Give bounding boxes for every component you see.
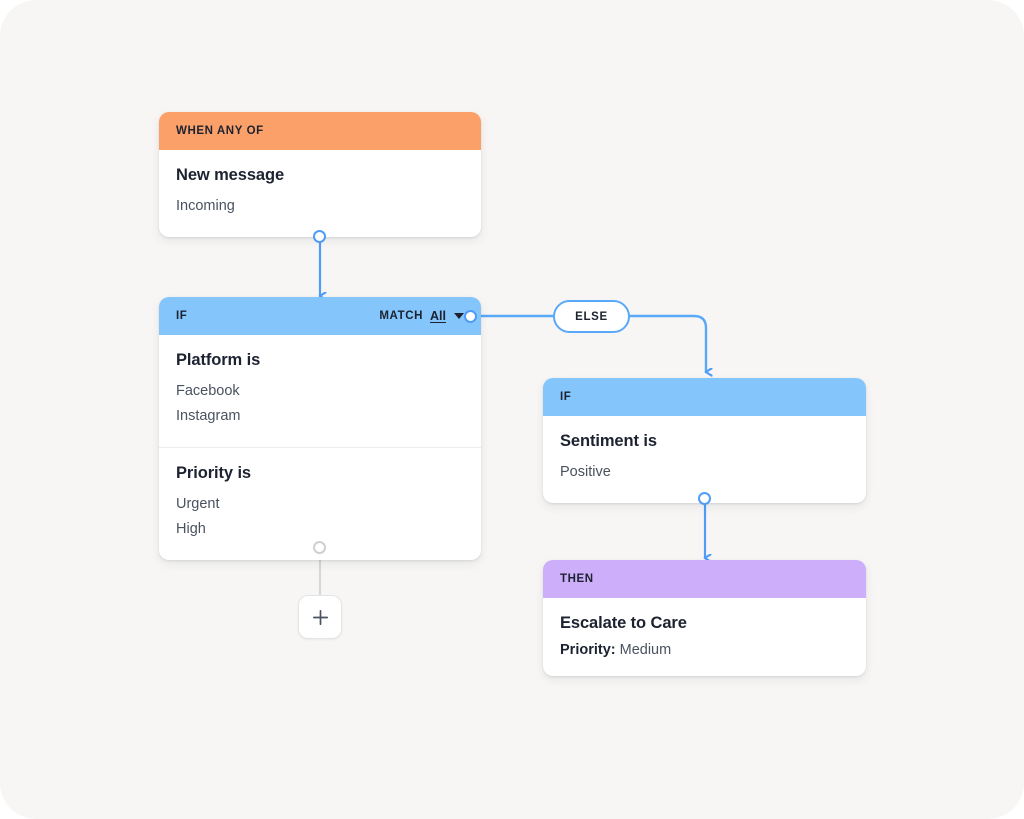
match-value[interactable]: All <box>430 309 446 323</box>
trigger-card-body: New message Incoming <box>159 150 481 237</box>
condition-group: Priority is Urgent High <box>159 447 481 560</box>
trigger-card[interactable]: WHEN ANY OF New message Incoming <box>159 112 481 237</box>
then-header-label: THEN <box>560 573 594 585</box>
condition-value: Instagram <box>176 408 241 424</box>
trigger-value: Incoming <box>176 198 235 214</box>
if-primary-else-port[interactable] <box>464 310 477 323</box>
trigger-output-port[interactable] <box>313 230 326 243</box>
add-step-button[interactable] <box>298 595 342 639</box>
if-secondary-output-port[interactable] <box>698 492 711 505</box>
action-property: Priority: Medium <box>560 642 849 658</box>
if-primary-header: IF MATCH All <box>159 297 481 335</box>
condition-value: Positive <box>560 464 611 480</box>
trigger-card-header: WHEN ANY OF <box>159 112 481 150</box>
plus-icon <box>312 609 328 625</box>
condition-value: High <box>176 521 206 537</box>
condition-title: Platform is <box>176 351 261 369</box>
then-action-body: Escalate to Care Priority: Medium <box>543 598 866 676</box>
match-control[interactable]: MATCH All <box>379 309 464 323</box>
chevron-down-icon[interactable] <box>454 313 464 319</box>
condition-title: Priority is <box>176 464 252 482</box>
match-label: MATCH <box>379 310 424 322</box>
condition-value: Urgent <box>176 496 220 512</box>
trigger-title: New message <box>176 166 285 184</box>
if-primary-card[interactable]: IF MATCH All Platform is Facebook Instag… <box>159 297 481 560</box>
condition-group: Platform is Facebook Instagram <box>159 335 481 447</box>
then-action-card[interactable]: THEN Escalate to Care Priority: Medium <box>543 560 866 676</box>
if-primary-header-label: IF <box>176 310 188 322</box>
action-property-label: Priority: <box>560 642 616 658</box>
then-action-header: THEN <box>543 560 866 598</box>
if-primary-output-port[interactable] <box>313 541 326 554</box>
if-secondary-header: IF <box>543 378 866 416</box>
trigger-header-label: WHEN ANY OF <box>176 125 264 137</box>
action-property-value: Medium <box>619 642 672 658</box>
if-secondary-card[interactable]: IF Sentiment is Positive <box>543 378 866 503</box>
condition-value: Facebook <box>176 383 240 399</box>
else-branch-pill[interactable]: ELSE <box>553 300 630 333</box>
action-title: Escalate to Care <box>560 614 687 632</box>
condition-title: Sentiment is <box>560 432 657 450</box>
else-label: ELSE <box>575 310 608 323</box>
if-secondary-header-label: IF <box>560 391 572 403</box>
wire-else-to-if2 <box>628 314 706 372</box>
if-secondary-body: Sentiment is Positive <box>543 416 866 503</box>
